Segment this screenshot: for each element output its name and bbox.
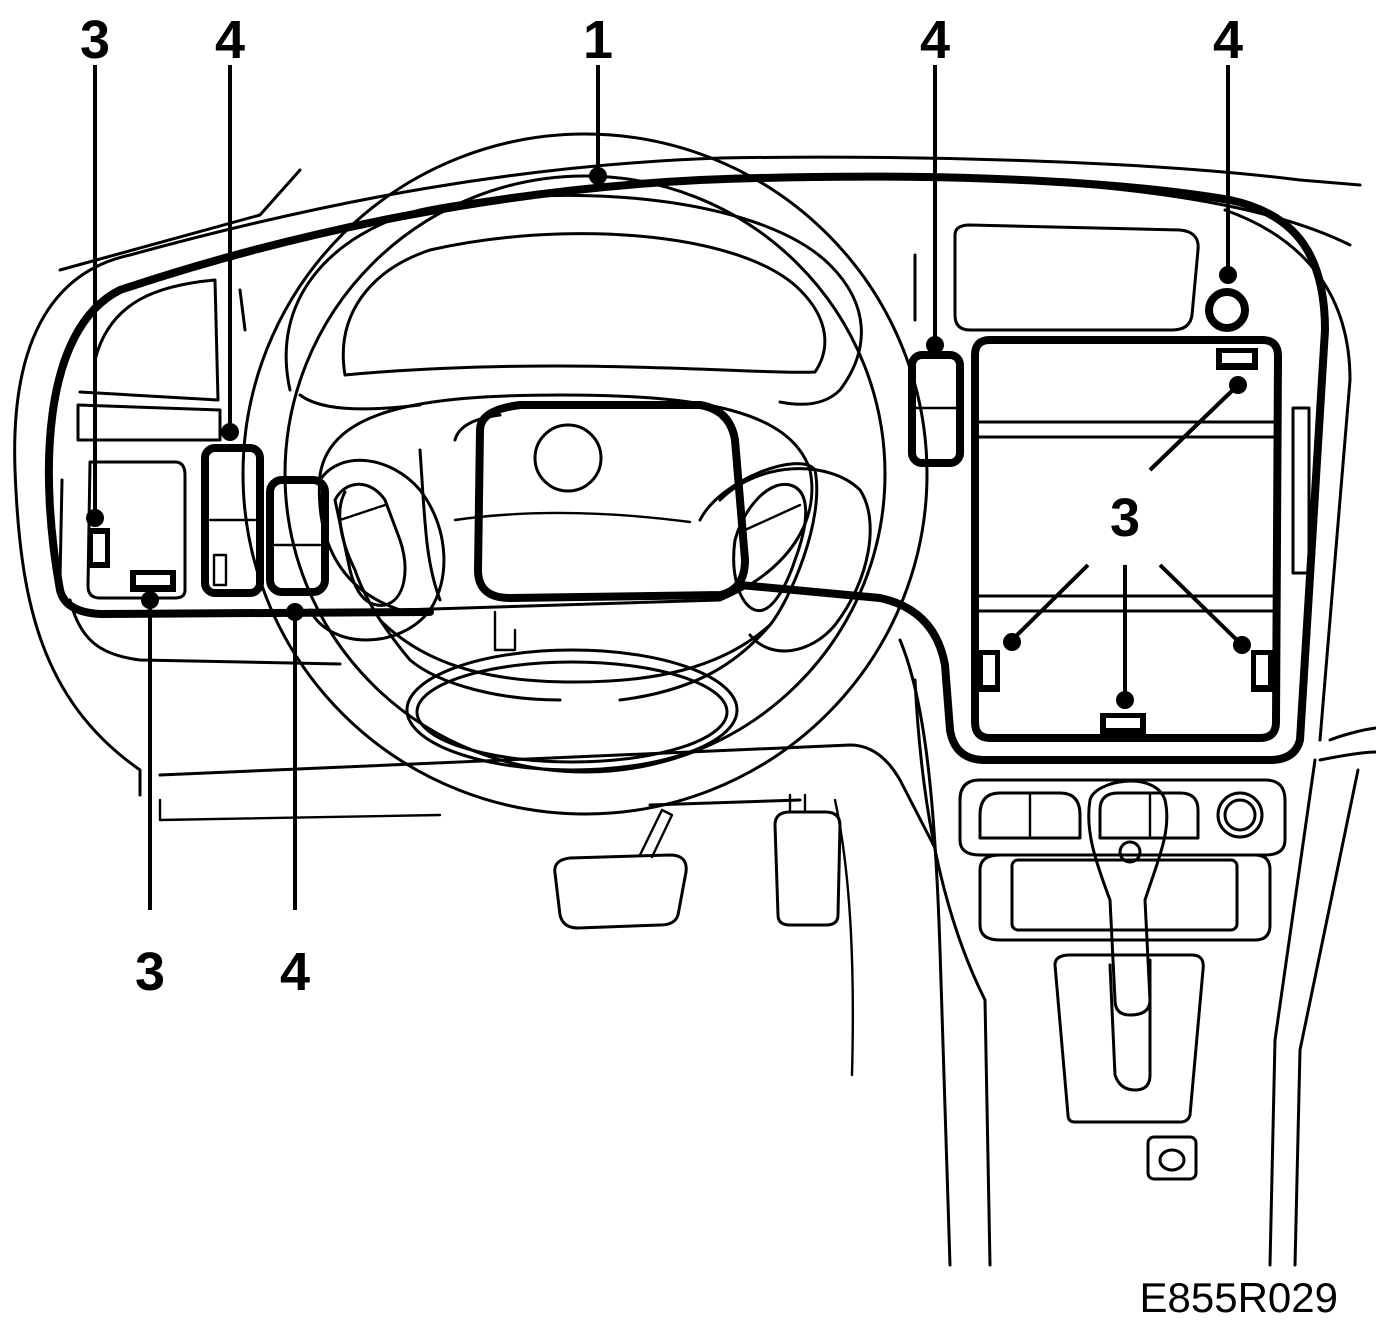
hazard-switch — [908, 351, 964, 467]
callout-4-top-right: 4 — [1213, 10, 1243, 70]
figure-code: E855R029 — [1140, 1274, 1339, 1320]
gear-shift-lever — [1087, 779, 1169, 1017]
callout-4-top-center: 4 — [920, 10, 950, 70]
callout-4-bottom-left: 4 — [280, 942, 310, 1002]
callout-3-bottom-left: 3 — [135, 942, 165, 1002]
center-console — [553, 223, 1376, 1267]
callout-labels: 3 4 1 4 4 3 3 4 — [80, 10, 1243, 1002]
callout-3-center: 3 — [1110, 488, 1140, 548]
callout-1-top: 1 — [583, 10, 613, 70]
horn-logo — [533, 423, 603, 493]
light-switch — [201, 444, 264, 597]
callout-3-top-left: 3 — [80, 10, 110, 70]
clock-knob — [1205, 288, 1249, 332]
dashboard-outline — [13, 155, 1362, 850]
headlamp-switch — [266, 476, 329, 596]
callout-4-top-left: 4 — [215, 10, 245, 70]
leader-lines — [86, 65, 1251, 910]
steering-wheel — [241, 132, 929, 816]
